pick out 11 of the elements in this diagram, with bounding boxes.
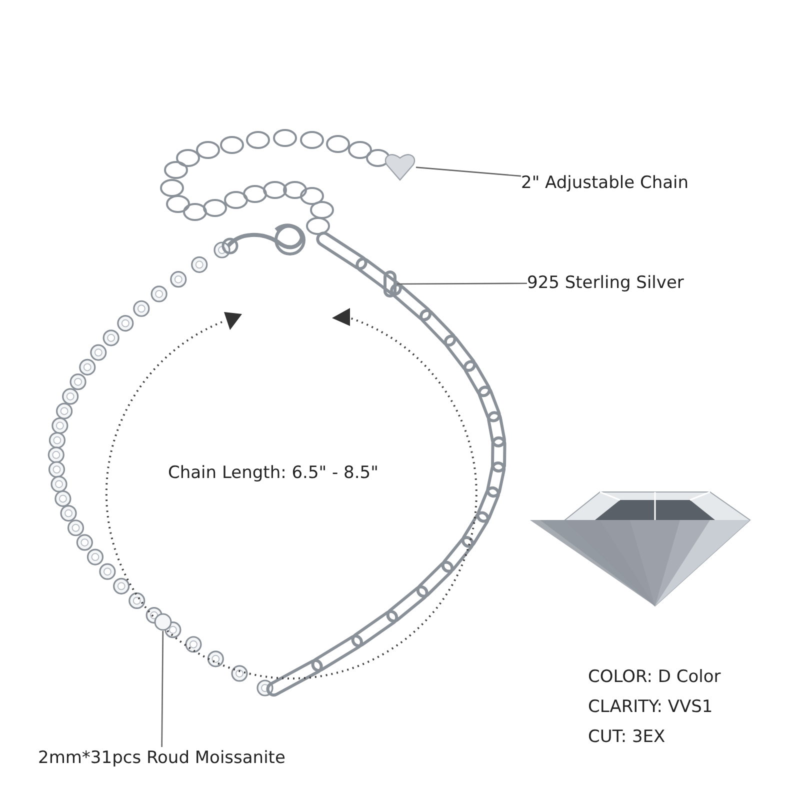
leader-line — [416, 166, 522, 177]
measurement-label: Chain Length: 6.5" - 8.5" — [168, 462, 378, 484]
callout-text: 925 Sterling Silver — [527, 272, 684, 294]
callout-text: 2" Adjustable Chain — [521, 172, 689, 194]
moissanite-stone — [154, 613, 172, 631]
spec-text: CUT: 3EX — [588, 726, 666, 748]
spec-text: CLARITY: VVS1 — [588, 696, 713, 718]
spec-text: COLOR: D Color — [588, 666, 721, 688]
leader-line — [161, 631, 164, 747]
chain-link — [383, 270, 397, 298]
callout-text: 2mm*31pcs Roud Moissanite — [38, 747, 286, 769]
